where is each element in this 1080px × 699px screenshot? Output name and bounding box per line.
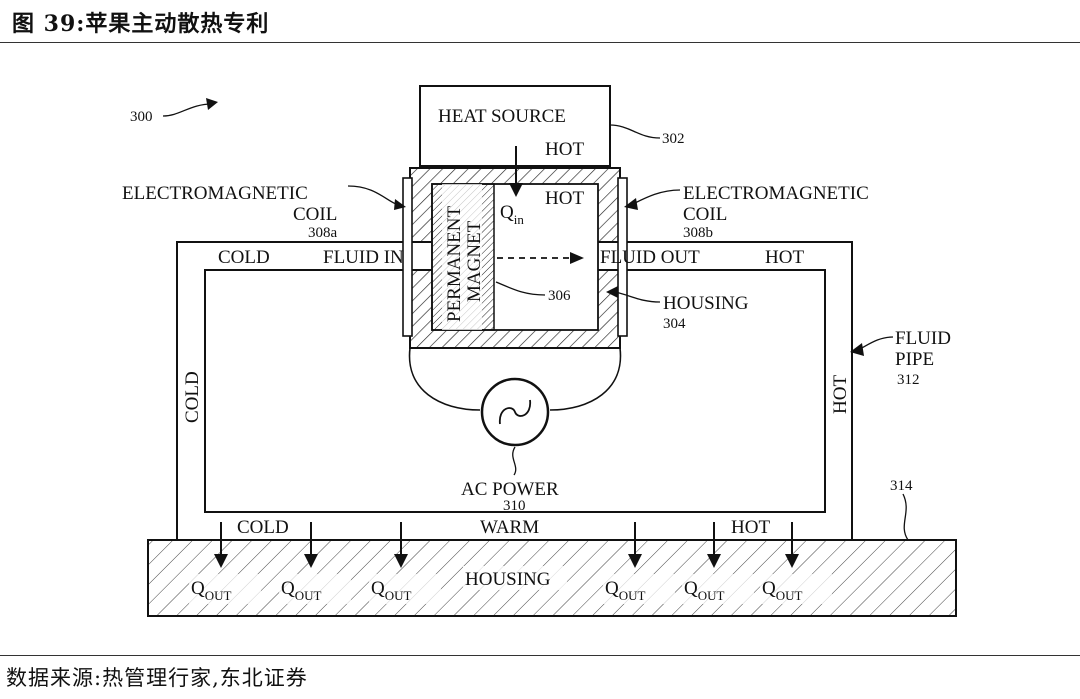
housing-top-state: HOT xyxy=(545,188,584,209)
magnet-ref-leader xyxy=(495,281,546,296)
housing-inner-ref: 304 xyxy=(663,316,686,332)
permanent-magnet-label: PERMANENT MAGNET xyxy=(442,184,485,330)
housing-inner-label: HOUSING xyxy=(663,293,749,314)
housing-ref-arrowhead xyxy=(606,286,618,298)
q-out-label-bg xyxy=(369,574,441,604)
q-out-arrowhead xyxy=(394,554,408,568)
heat-source-ref: 302 xyxy=(662,131,685,147)
top-divider xyxy=(0,42,1080,43)
q-out-label: QOUT xyxy=(371,578,412,603)
system-ref-arrowhead xyxy=(206,98,218,110)
ac-ref-leader xyxy=(512,446,517,476)
fluid-in-label: FLUID IN xyxy=(323,247,404,268)
coil-left-leader xyxy=(347,185,399,206)
coil-left-bar xyxy=(402,177,413,337)
heat-source-state: HOT xyxy=(545,139,584,160)
base-housing-ref: 314 xyxy=(890,478,913,494)
q-out-group: QOUT QOUT QOUT QOUT QOUT QOUT xyxy=(189,522,832,604)
flow-dashed-arrowhead xyxy=(570,252,584,264)
q-out-label: QOUT xyxy=(191,578,232,603)
fluid-pipe-line1: FLUID xyxy=(895,328,951,349)
bottom-hot-label: HOT xyxy=(731,517,770,538)
figure-number: 图 39: xyxy=(12,11,86,37)
fluid-pipe-arrowhead xyxy=(850,343,864,356)
q-out-label-bg xyxy=(682,574,754,604)
base-housing-label: HOUSING xyxy=(465,569,551,590)
system-ref: 300 xyxy=(130,109,153,125)
hot-side-label: HOT xyxy=(830,375,851,414)
coil-right-bar xyxy=(617,177,628,337)
base-ref-leader xyxy=(902,493,909,541)
cold-top-label: COLD xyxy=(218,247,270,268)
fluid-pipe-leader xyxy=(857,336,894,351)
coil-right-line2: COIL xyxy=(683,204,727,225)
heat-source-label: HEAT SOURCE xyxy=(438,106,566,127)
ac-sine-icon xyxy=(499,399,531,425)
coil-left-ref: 308a xyxy=(308,225,338,241)
q-out-label: QOUT xyxy=(281,578,322,603)
coil-left-arrowhead xyxy=(394,199,406,210)
ac-power-ref: 310 xyxy=(503,498,526,514)
figure-title-text: 苹果主动散热专利 xyxy=(85,11,270,37)
q-out-label-bg xyxy=(189,574,261,604)
q-in-label: Qin xyxy=(500,202,524,227)
permanent-magnet-line2: MAGNET xyxy=(464,220,485,302)
cold-side-label: COLD xyxy=(182,371,203,423)
q-out-arrowhead xyxy=(304,554,318,568)
heat-source-leader xyxy=(609,124,661,139)
q-out-arrowhead xyxy=(785,554,799,568)
ac-power-label: AC POWER xyxy=(461,479,559,500)
coil-right-ref: 308b xyxy=(683,225,713,241)
q-out-label: QOUT xyxy=(762,578,803,603)
q-out-label-bg xyxy=(603,574,675,604)
q-out-label-bg xyxy=(760,574,832,604)
bottom-warm-label: WARM xyxy=(480,517,539,538)
q-out-label: QOUT xyxy=(605,578,646,603)
coil-left-line2: COIL xyxy=(293,204,337,225)
q-in-arrowhead xyxy=(509,183,523,197)
ac-wire-right xyxy=(549,347,622,411)
fluid-pipe-ref: 312 xyxy=(897,372,920,388)
coil-right-leader xyxy=(632,189,681,205)
coil-right-line1: ELECTROMAGNETIC xyxy=(683,183,869,204)
q-out-label: QOUT xyxy=(684,578,725,603)
q-out-arrowhead xyxy=(707,554,721,568)
bottom-cold-label: COLD xyxy=(237,517,289,538)
permanent-magnet-line1: PERMANENT xyxy=(444,205,465,322)
ac-wire-left xyxy=(408,347,481,411)
hot-top-label: HOT xyxy=(765,247,804,268)
base-housing-label-bg xyxy=(463,566,567,590)
housing-ref-leader xyxy=(614,291,661,303)
figure-title: 图 39:苹果主动散热专利 xyxy=(12,6,269,38)
bottom-divider xyxy=(0,655,1080,656)
coil-left-line1: ELECTROMAGNETIC xyxy=(122,183,308,204)
q-out-arrowhead xyxy=(214,554,228,568)
coil-right-arrowhead xyxy=(624,198,638,210)
magnet-ref: 306 xyxy=(548,288,571,304)
q-out-label-bg xyxy=(279,574,351,604)
fluid-pipe-line2: PIPE xyxy=(895,349,934,370)
system-ref-leader xyxy=(162,103,213,117)
source-note: 数据来源:热管理行家,东北证券 xyxy=(6,666,308,690)
fluid-out-label: FLUID OUT xyxy=(600,247,700,268)
q-out-arrowhead xyxy=(628,554,642,568)
